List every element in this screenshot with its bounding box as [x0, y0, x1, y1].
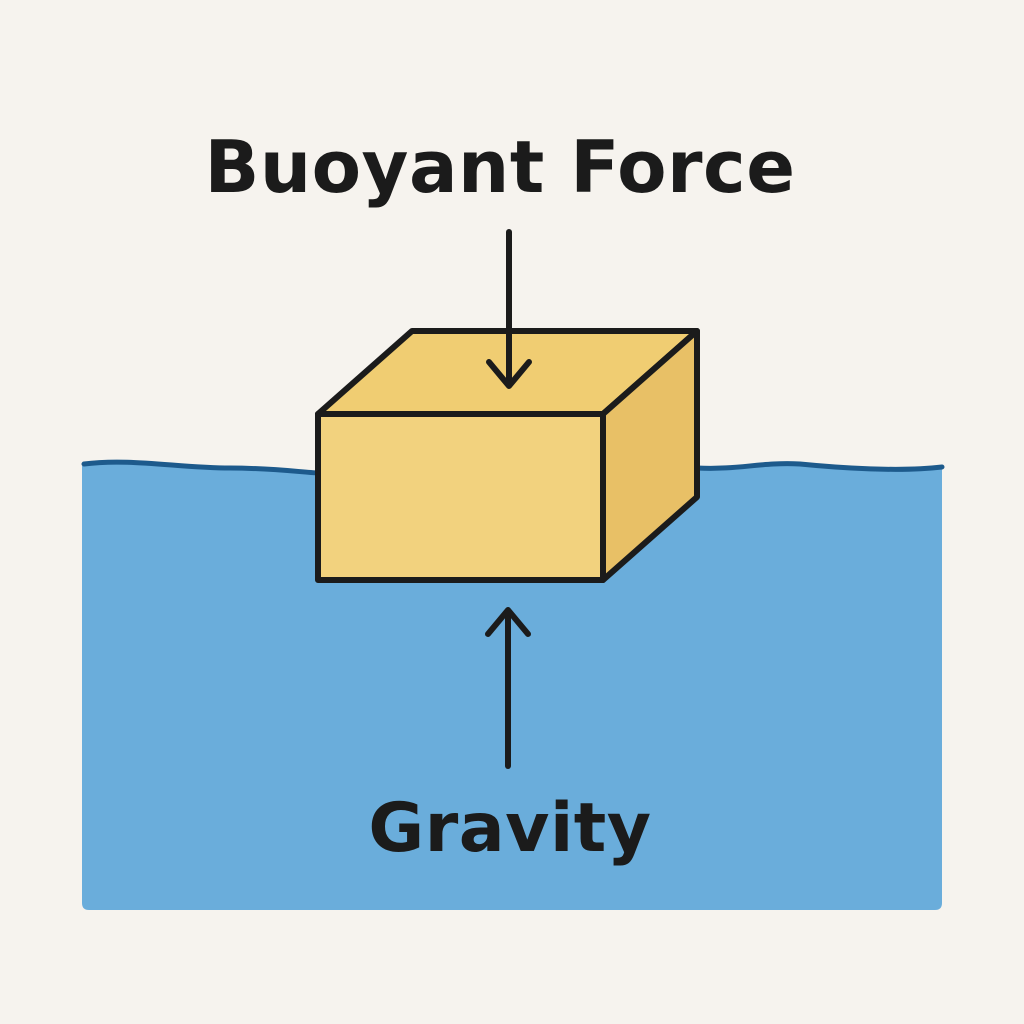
water-surface-right [694, 461, 945, 472]
gravity-label: Gravity [368, 789, 652, 868]
buoyant-force-label: Buoyant Force [204, 125, 796, 209]
block-front-face [315, 411, 606, 583]
water-body [82, 463, 942, 910]
downward-arrow-head [486, 359, 532, 389]
water-surface-left [81, 459, 321, 476]
upward-arrow-head [485, 607, 531, 637]
